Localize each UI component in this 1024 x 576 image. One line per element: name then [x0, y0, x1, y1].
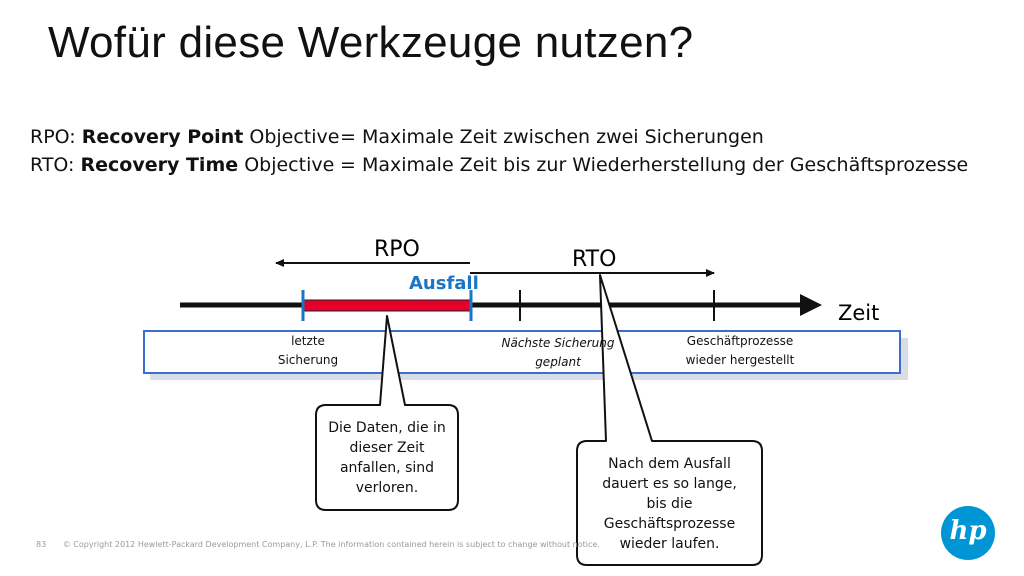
event-band: [143, 330, 901, 374]
copyright-notice: © Copyright 2012 Hewlett-Packard Develop…: [62, 540, 600, 549]
callout-line: dieser Zeit: [349, 440, 425, 456]
rto-label: RTO: [572, 247, 616, 272]
event-next-backup: Nächste Sicherung geplant: [488, 334, 628, 372]
hp-logo-text: hp: [949, 516, 987, 546]
callout-data-loss-text: Die Daten, die in dieser Zeit anfallen, …: [318, 418, 456, 498]
event-last-backup: letzte Sicherung: [258, 332, 358, 370]
ausfall-label: Ausfall: [409, 273, 479, 294]
time-axis-arrowhead: [800, 294, 822, 316]
definition-meaning: = Maximale Zeit zwischen zwei Sicherunge…: [340, 126, 764, 148]
footer: 83 © Copyright 2012 Hewlett-Packard Deve…: [36, 540, 600, 549]
definition-term: RPO: Recovery Point Objective: [30, 126, 340, 148]
callout-line: wieder laufen.: [619, 536, 720, 552]
callout-downtime: [576, 274, 763, 566]
callout-line: verloren.: [355, 480, 419, 496]
callout-data-loss: [315, 315, 459, 511]
zeit-label: Zeit: [838, 301, 879, 325]
event-line: Geschäftprozesse: [686, 334, 794, 348]
page-number: 83: [36, 540, 47, 549]
rpo-label: RPO: [374, 237, 420, 262]
slide-title: Wofür diese Werkzeuge nutzen?: [48, 18, 694, 67]
event-line: Sicherung: [277, 353, 339, 367]
hp-logo-icon: hp: [941, 506, 995, 560]
callout-line: Die Daten, die in: [328, 420, 446, 436]
callout-line: dauert es so lange,: [602, 476, 737, 492]
callout-line: anfallen, sind: [339, 460, 435, 476]
callout-line: bis die: [646, 496, 693, 512]
definition-meaning: = Maximale Zeit bis zur Wiederherstellun…: [340, 154, 969, 176]
event-line: geplant: [535, 355, 581, 369]
event-line: Nächste Sicherung: [501, 336, 615, 350]
callout-downtime-text: Nach dem Ausfall dauert es so lange, bis…: [579, 454, 760, 554]
callout-line: Nach dem Ausfall: [608, 456, 731, 472]
event-restored: Geschäftprozesse wieder hergestellt: [660, 332, 820, 370]
event-line: letzte: [291, 334, 325, 348]
data-loss-segment: [303, 299, 471, 312]
callout-line: Geschäftsprozesse: [603, 516, 736, 532]
event-line: wieder hergestellt: [685, 353, 795, 367]
definition-term: RTO: Recovery Time Objective: [30, 154, 335, 176]
